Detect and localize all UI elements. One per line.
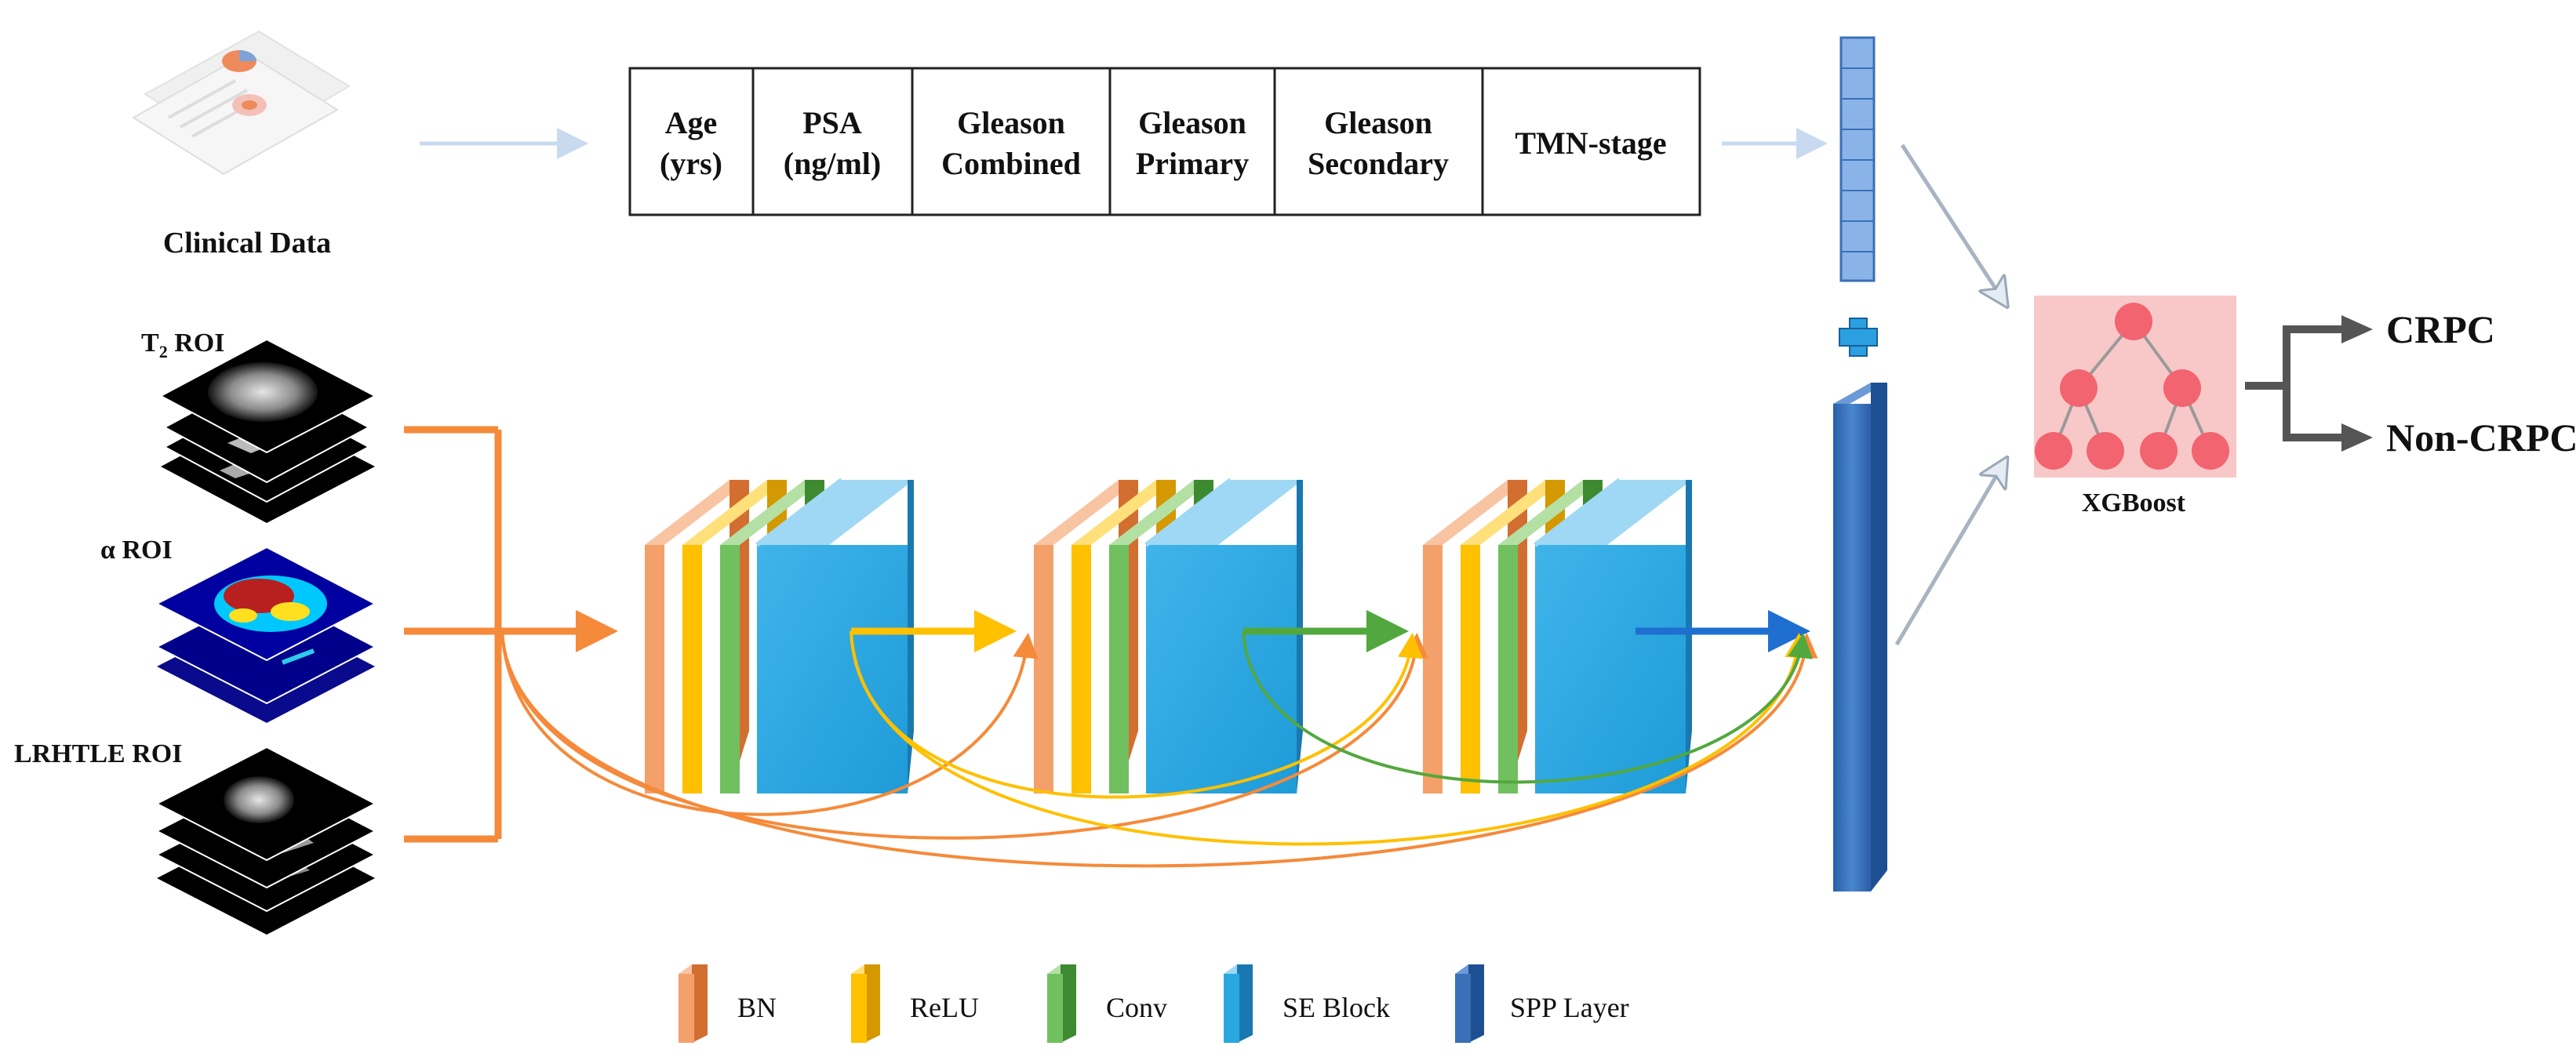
table-header-gleason-combined-line2: Combined bbox=[941, 146, 1081, 181]
arrow-vector-to-xgboost bbox=[1900, 143, 2004, 302]
plus-icon bbox=[1839, 318, 1878, 357]
legend-item-bn: BN bbox=[679, 964, 777, 1043]
table-header-psa-line2: (ng/ml) bbox=[784, 146, 881, 181]
alpha-roi-image-stack bbox=[155, 546, 377, 723]
spp-layer-bar bbox=[1833, 383, 1887, 892]
clinical-data-label: Clinical Data bbox=[163, 227, 331, 260]
clinical-table: Age (yrs) PSA (ng/ml) Gleason Combined G… bbox=[628, 67, 1701, 216]
legend-item-se-block: SE Block bbox=[1224, 964, 1390, 1043]
decision-tree-icon bbox=[2034, 296, 2236, 478]
output-crpc: CRPC bbox=[2386, 307, 2495, 351]
legend: BN ReLU Conv SE Block SPP Layer bbox=[679, 964, 1629, 1043]
output-branch-arrows bbox=[2245, 315, 2373, 452]
conv-block-2 bbox=[1034, 478, 1303, 793]
legend-label-spp-layer: SPP Layer bbox=[1510, 992, 1629, 1023]
skip-connections bbox=[500, 630, 1818, 868]
alpha-roi-label: α ROI bbox=[100, 536, 173, 565]
table-header-tmn-stage: TMN-stage bbox=[1515, 125, 1666, 161]
lrhtle-roi-image-stack bbox=[155, 746, 377, 935]
table-header-age-line1: Age bbox=[665, 105, 718, 140]
table-header-gleason-secondary-line1: Gleason bbox=[1324, 105, 1432, 140]
conv-block-3 bbox=[1423, 478, 1692, 793]
legend-label-relu: ReLU bbox=[910, 992, 979, 1023]
clinical-document-icon bbox=[132, 30, 351, 176]
lrhtle-roi-label: LRHTLE ROI bbox=[14, 739, 182, 768]
table-header-gleason-primary-line2: Primary bbox=[1136, 146, 1249, 181]
legend-label-se-block: SE Block bbox=[1283, 992, 1390, 1023]
roi-connectors bbox=[404, 426, 618, 843]
table-header-psa-line1: PSA bbox=[802, 105, 862, 140]
clinical-feature-vector bbox=[1839, 36, 1876, 282]
conv-block-1 bbox=[645, 478, 914, 793]
legend-item-spp-layer: SPP Layer bbox=[1455, 964, 1629, 1043]
xgboost-label: XGBoost bbox=[2082, 488, 2186, 517]
t2-roi-label: T2 ROI bbox=[141, 329, 224, 361]
table-header-gleason-primary-line1: Gleason bbox=[1138, 105, 1246, 140]
legend-item-conv: Conv bbox=[1047, 964, 1167, 1043]
arrow-spp-to-xgboost bbox=[1894, 463, 2004, 646]
table-header-gleason-combined-line1: Gleason bbox=[957, 105, 1065, 140]
t2-roi-image-stack bbox=[158, 338, 377, 523]
table-header-gleason-secondary-line2: Secondary bbox=[1308, 146, 1449, 181]
legend-label-bn: BN bbox=[737, 992, 777, 1023]
legend-label-conv: Conv bbox=[1106, 992, 1167, 1023]
legend-item-relu: ReLU bbox=[851, 964, 979, 1043]
output-non-crpc: Non-CRPC bbox=[2386, 416, 2576, 459]
table-header-age-line2: (yrs) bbox=[660, 146, 722, 181]
